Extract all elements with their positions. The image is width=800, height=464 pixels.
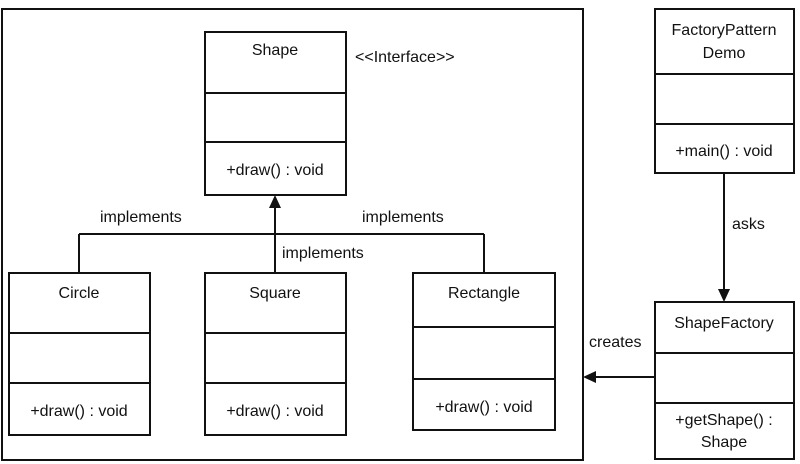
demo-class-name-line1: FactoryPattern	[672, 22, 777, 39]
shape-factory-class: ShapeFactory +getShape() : Shape	[654, 301, 795, 460]
circle-method: +draw() : void	[30, 403, 127, 420]
rectangle-class-name: Rectangle	[448, 285, 520, 302]
shape-class-name: Shape	[252, 42, 298, 59]
demo-class-name-line2: Demo	[703, 45, 746, 62]
creates-label: creates	[589, 334, 641, 351]
circle-class-box	[8, 272, 151, 436]
factory-class-box	[654, 301, 795, 460]
factory-class-name: ShapeFactory	[674, 315, 774, 332]
circle-class-name: Circle	[59, 285, 100, 302]
circle-class: Circle +draw() : void	[8, 272, 151, 436]
square-method: +draw() : void	[226, 403, 323, 420]
implements-label-right: implements	[362, 209, 444, 226]
implements-connectors	[78, 195, 485, 273]
implements-label-left: implements	[100, 209, 182, 226]
shape-class-box	[204, 31, 347, 196]
creates-connector	[583, 371, 655, 383]
asks-label: asks	[732, 216, 765, 233]
implements-arrowhead	[269, 195, 281, 208]
factory-pattern-demo-class: FactoryPattern Demo +main() : void	[654, 8, 795, 174]
implements-label-center: implements	[282, 245, 364, 262]
demo-method: +main() : void	[675, 143, 772, 160]
rectangle-class: Rectangle +draw() : void	[412, 272, 556, 431]
interface-stereotype: <<Interface>>	[355, 49, 455, 66]
shapes-package-frame	[1, 8, 584, 461]
factory-method-line1: +getShape() :	[675, 412, 772, 429]
creates-arrowhead	[583, 371, 596, 383]
asks-arrowhead	[718, 289, 730, 302]
asks-connector	[718, 173, 730, 302]
factory-method-line2: Shape	[701, 434, 747, 451]
rectangle-class-box	[412, 272, 556, 431]
square-class-box	[204, 272, 347, 436]
shape-method: +draw() : void	[226, 162, 323, 179]
square-class-name: Square	[249, 285, 301, 302]
rectangle-method: +draw() : void	[435, 399, 532, 416]
shape-interface-class: Shape +draw() : void	[204, 31, 347, 196]
square-class: Square +draw() : void	[204, 272, 347, 436]
demo-class-box	[654, 8, 795, 174]
